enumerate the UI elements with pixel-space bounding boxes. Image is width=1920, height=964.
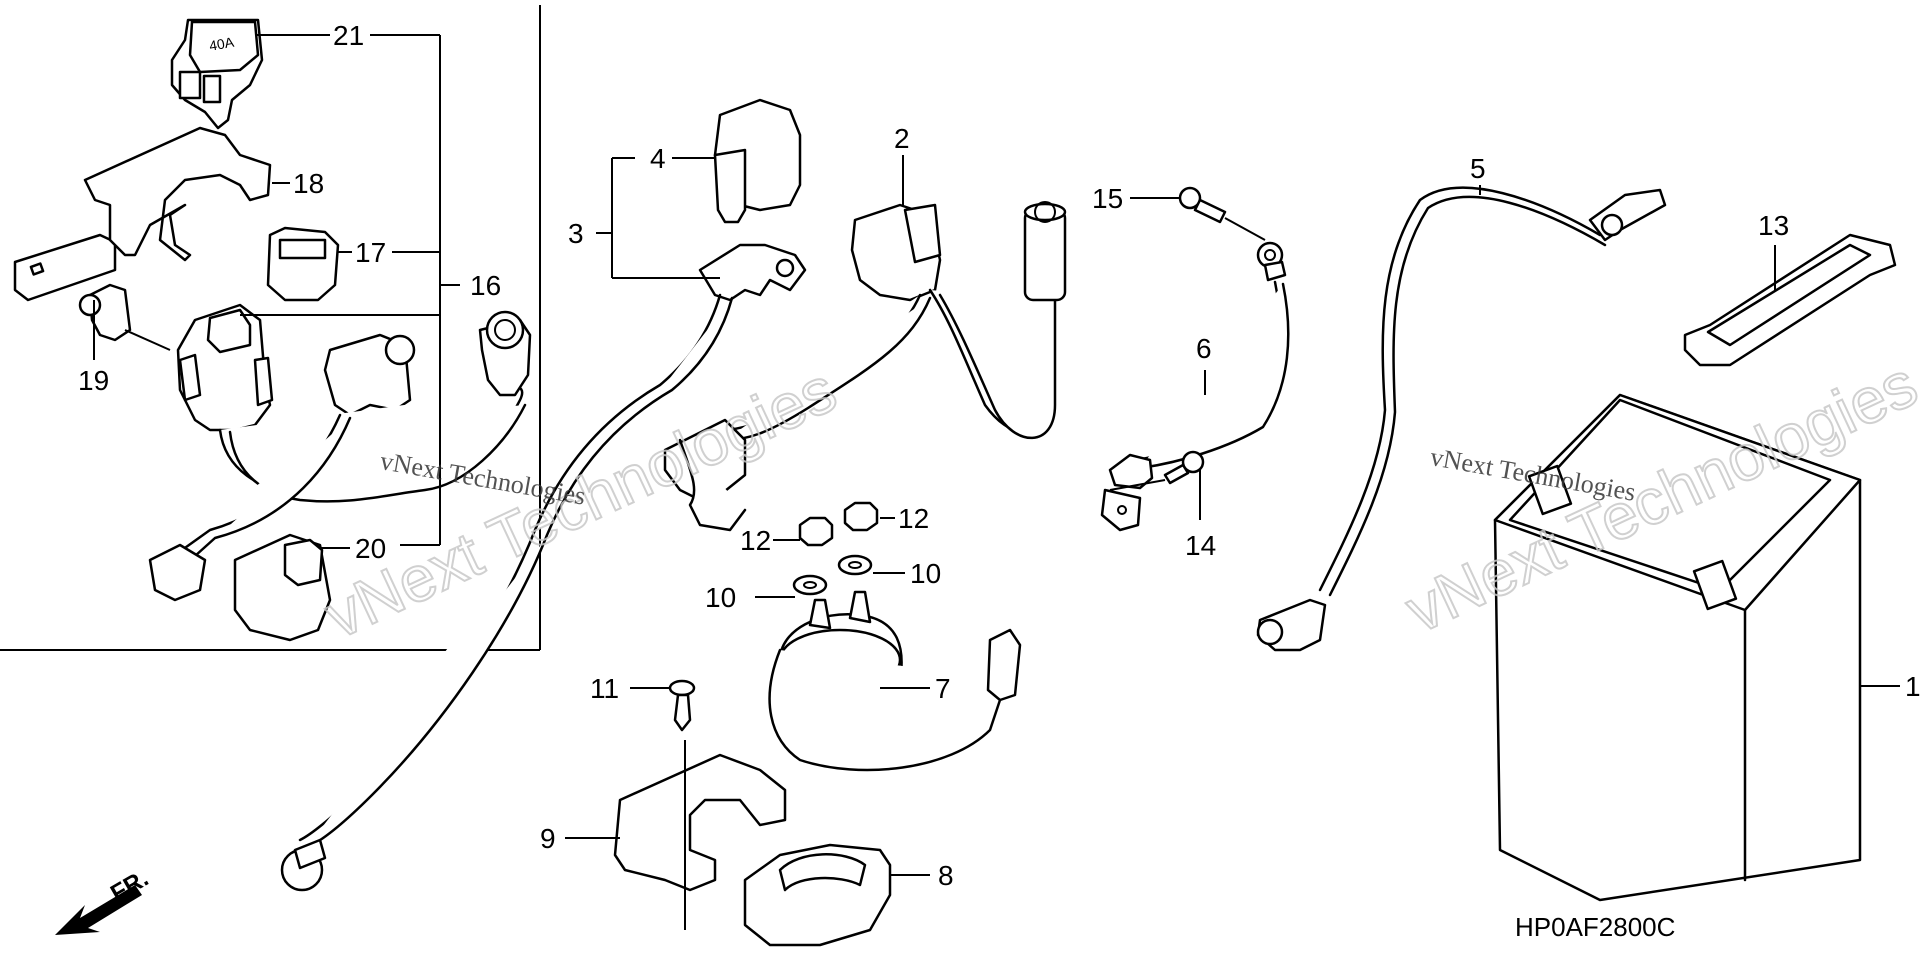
diagram-code: HP0AF2800C [1515, 912, 1675, 942]
bolt-15-part [1178, 186, 1227, 224]
relay-cover-part [743, 843, 892, 947]
callout-4: 4 [650, 143, 666, 174]
leader-lines [93, 34, 1900, 876]
relay-bracket-part [613, 740, 787, 930]
front-arrow-icon: FR. [55, 865, 153, 935]
callout-6: 6 [1196, 333, 1212, 364]
callout-10-right: 10 [910, 558, 941, 589]
battery-part [1493, 393, 1862, 902]
callout-17: 17 [355, 237, 386, 268]
callout-3: 3 [568, 218, 584, 249]
callout-9: 9 [540, 823, 556, 854]
starter-relay-part [768, 590, 1022, 772]
terminal-cover-part [713, 98, 802, 224]
callout-16: 16 [470, 270, 501, 301]
callout-15: 15 [1092, 183, 1123, 214]
harness-part [148, 310, 532, 642]
relay-assembly-part [176, 303, 274, 432]
callout-5: 5 [1470, 153, 1486, 184]
callout-2: 2 [894, 123, 910, 154]
fuse-holder-bracket-part [13, 126, 272, 302]
battery-ground-cable-part [1256, 186, 1667, 652]
callout-8: 8 [938, 860, 954, 891]
bolt-14-part [1163, 450, 1205, 485]
callout-20: 20 [355, 533, 386, 564]
callout-19: 19 [78, 365, 109, 396]
callout-11: 11 [590, 673, 619, 704]
callout-13: 13 [1758, 210, 1789, 241]
relay-amp-label: 40A [208, 34, 236, 54]
battery-band-part [1683, 233, 1897, 367]
callout-1: 1 [1905, 671, 1920, 702]
fuse-part [266, 226, 340, 302]
ground-cable-part [1100, 241, 1290, 532]
callout-10-left: 10 [705, 582, 736, 613]
clip-part [78, 283, 132, 342]
callout-18: 18 [293, 168, 324, 199]
callout-7: 7 [935, 673, 951, 704]
callout-21: 21 [333, 20, 364, 51]
relay-unit-part: 40A [170, 18, 264, 130]
callout-12-right: 12 [898, 503, 929, 534]
callout-14: 14 [1185, 530, 1216, 561]
callout-labels: 21 18 17 16 19 20 4 3 2 15 6 14 5 13 1 1… [78, 20, 1920, 891]
nut-washer-parts [792, 501, 879, 596]
screw-part [668, 679, 696, 732]
battery-cable-part [280, 243, 807, 892]
starter-cable-part [663, 201, 1067, 532]
callout-12-left: 12 [740, 525, 771, 556]
